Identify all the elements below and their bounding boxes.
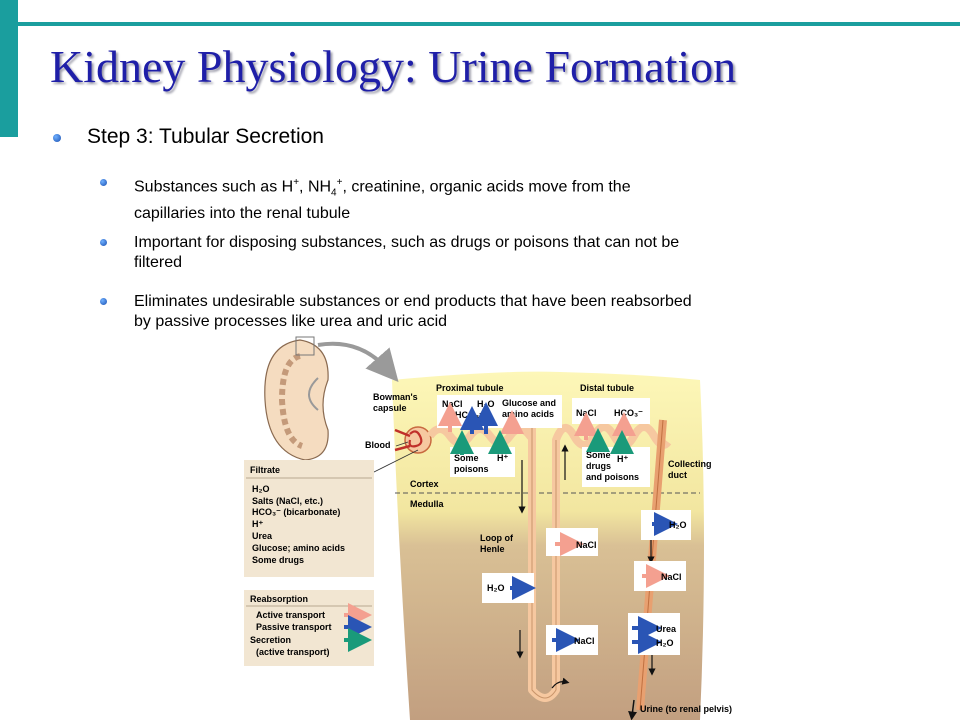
legend-secretion: Secretion [250, 635, 291, 645]
loop-h2o-label: H₂O [487, 583, 505, 593]
filtrate-item: Salts (NaCl, etc.) [252, 496, 323, 506]
cd-urea-label: Urea [656, 624, 677, 634]
flow-arrow-icon [551, 677, 570, 689]
loop-nacl-label: NaCl [576, 540, 597, 550]
label-medulla: Medulla [410, 499, 444, 509]
filtrate-item: H⁺ [252, 519, 263, 529]
bullet-dot-icon [100, 239, 107, 246]
bullet-text: Substances such as H+, NH4+, creatinine,… [134, 177, 631, 222]
prox-glucose-label: amino acids [502, 409, 554, 419]
label-blood: Blood [365, 440, 391, 450]
filtrate-item: Urea [252, 531, 273, 541]
dist-drugs-label: drugs [586, 461, 611, 471]
bullet-text: Important for disposing substances, such… [134, 234, 680, 271]
slide-title: Kidney Physiology: Urine Formation [50, 41, 737, 92]
label-collecting: Collecting [668, 459, 712, 469]
bullet-dot-icon [100, 298, 107, 305]
prox-poisons-label: Some [454, 453, 479, 463]
bullet-text: Eliminates undesirable substances or end… [134, 293, 692, 330]
label-bowman: Bowman's [373, 392, 418, 402]
filtrate-item: Glucose; amino acids [252, 543, 345, 553]
filtrate-heading: Filtrate [250, 465, 280, 475]
filtrate-item: H₂O [252, 484, 270, 494]
dist-drugs-label: Some [586, 450, 611, 460]
bullet-dot-icon [100, 179, 107, 186]
legend-active: Active transport [256, 610, 325, 620]
legend-reabsorption: Reabsorption [250, 594, 308, 604]
cd-h2o2-label: H₂O [656, 638, 674, 648]
label-cortex: Cortex [410, 479, 439, 489]
prox-nacl-label: NaCl [442, 399, 463, 409]
dist-drugs-label: and poisons [586, 472, 639, 482]
prox-glucose-label: Glucose and [502, 398, 556, 408]
dist-h-label: H⁺ [617, 454, 628, 464]
label-loop: Henle [480, 544, 505, 554]
bullet-dot-icon [53, 134, 61, 142]
glomerulus-icon [394, 426, 432, 454]
step-text: Step 3: Tubular Secretion [87, 125, 324, 148]
accent-bar [0, 0, 18, 137]
filtrate-leader-line [371, 449, 419, 474]
label-collecting: duct [668, 470, 687, 480]
filtrate-panel [244, 460, 374, 577]
prox-h2o-label: H₂O [477, 399, 495, 409]
prox-poisons-label: poisons [454, 464, 489, 474]
label-proximal-tubule: Proximal tubule [436, 383, 504, 393]
zoom-arrow-icon [317, 341, 399, 383]
urine-arrow-icon [628, 699, 638, 720]
dist-hco3-label: HCO₃⁻ [614, 408, 643, 418]
blood-leader-line [395, 441, 409, 447]
filtrate-item: HCO₃⁻ (bicarbonate) [252, 507, 340, 517]
prox-hco3-label: HCO₃⁻ [455, 410, 484, 420]
label-bowman: capsule [373, 403, 407, 413]
label-distal-tubule: Distal tubule [580, 383, 634, 393]
legend-passive: Passive transport [256, 622, 332, 632]
kidney-icon [264, 336, 329, 461]
legend-secretion: (active transport) [256, 647, 330, 657]
accent-line [18, 22, 960, 26]
loop-nacl2-label: NaCl [574, 636, 595, 646]
label-urine: Urine (to renal pelvis) [640, 704, 732, 714]
cd-nacl-label: NaCl [661, 572, 682, 582]
cd-h2o-label: H₂O [669, 520, 687, 530]
dist-nacl-label: NaCl [576, 408, 597, 418]
prox-h-label: H⁺ [497, 453, 508, 463]
label-loop: Loop of [480, 533, 514, 543]
cd-urea-box [628, 613, 680, 655]
filtrate-item: Some drugs [252, 555, 304, 565]
